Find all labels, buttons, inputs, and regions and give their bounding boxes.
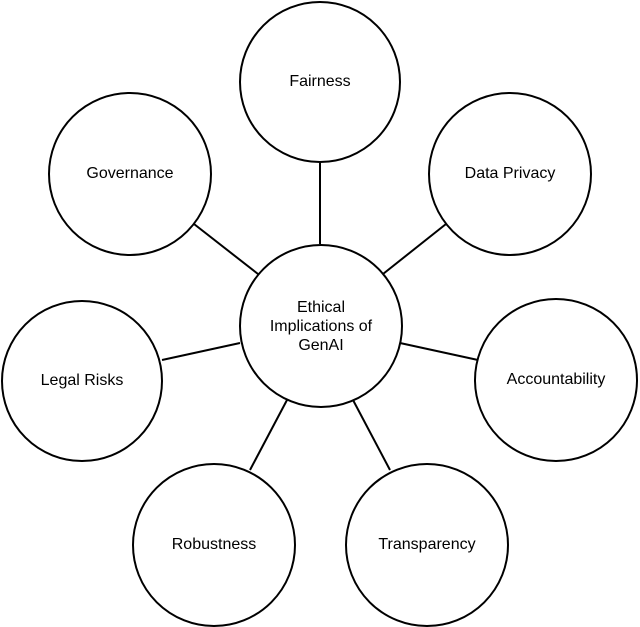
connector-robustness	[249, 399, 288, 471]
node-robustness: Robustness	[132, 463, 296, 627]
node-robustness-label: Robustness	[171, 536, 257, 553]
node-transparency: Transparency	[345, 463, 509, 627]
connector-accountability	[399, 342, 479, 361]
node-data-privacy-label: Data Privacy	[464, 165, 556, 182]
center-node: Ethical Implications of GenAI	[239, 244, 403, 408]
connector-transparency	[352, 399, 391, 471]
node-fairness: Fairness	[239, 1, 401, 163]
node-transparency-label: Transparency	[378, 536, 476, 553]
connector-data-privacy	[382, 223, 447, 275]
connector-legal-risks	[161, 342, 241, 361]
node-governance-label: Governance	[86, 165, 174, 182]
node-governance: Governance	[48, 92, 212, 256]
node-legal-risks-label: Legal Risks	[40, 372, 124, 389]
connector-governance	[193, 223, 259, 275]
node-fairness-label: Fairness	[289, 73, 351, 90]
center-node-label: Ethical Implications of GenAI	[269, 298, 373, 354]
node-accountability-label: Accountability	[506, 371, 606, 388]
node-legal-risks: Legal Risks	[1, 300, 163, 462]
node-accountability: Accountability	[474, 298, 638, 462]
node-data-privacy: Data Privacy	[428, 92, 592, 256]
